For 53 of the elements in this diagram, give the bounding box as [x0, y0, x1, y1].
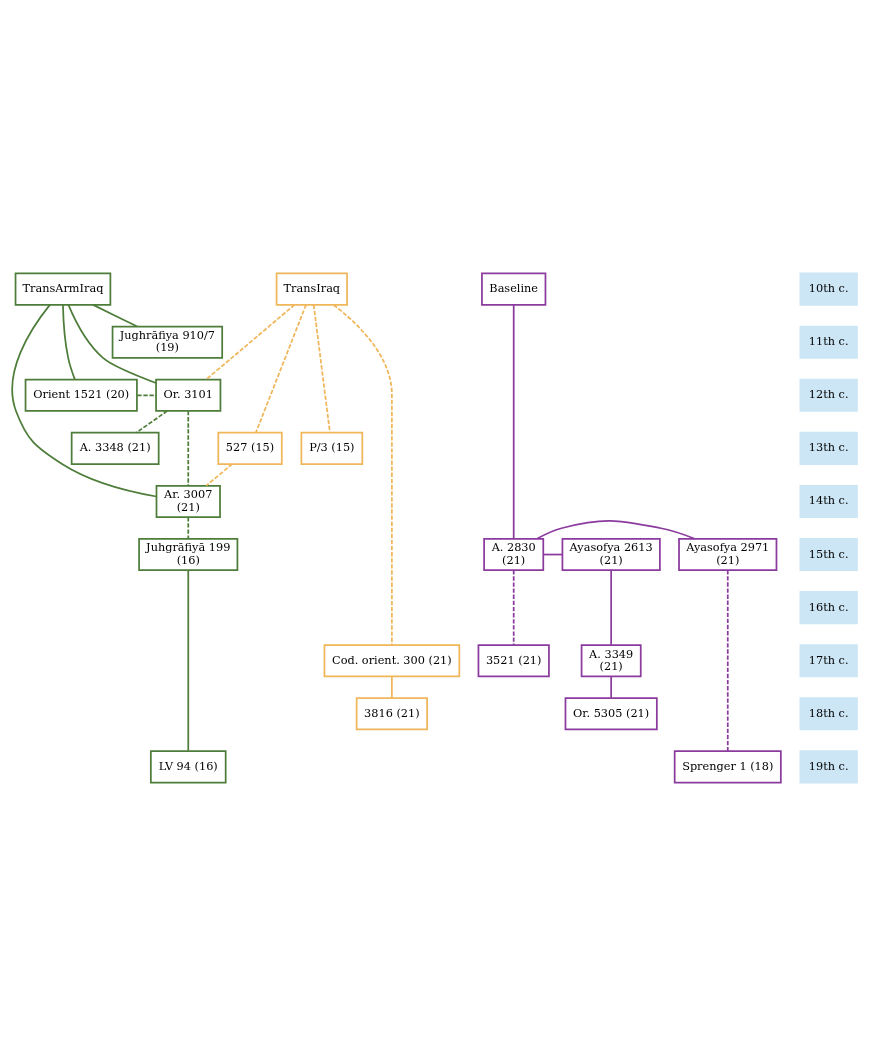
connector	[135, 409, 168, 434]
node-box: Baseline	[481, 272, 547, 306]
connector	[332, 303, 393, 646]
connector	[610, 569, 612, 646]
node-box: TransIraq	[275, 272, 348, 306]
connector	[187, 515, 190, 540]
connector	[67, 303, 157, 384]
node-box: Or. 3101	[155, 378, 222, 412]
node-box: 3521 (21)	[477, 643, 550, 677]
connector	[187, 409, 190, 487]
connector	[512, 303, 515, 540]
node-box: Ar. 3007 (21)	[155, 484, 221, 518]
connector	[187, 568, 190, 752]
node-box: 17th c.	[799, 643, 858, 677]
connector	[536, 519, 696, 540]
node-box: A. 3349 (21)	[580, 643, 642, 677]
node-box: A. 3348 (21)	[70, 431, 160, 465]
node-box: 13th c.	[799, 431, 858, 465]
connector	[205, 303, 296, 380]
node-box: P/3 (15)	[300, 431, 364, 465]
node-box: TransArmIraq	[14, 272, 112, 306]
node-box: 527 (15)	[217, 431, 283, 465]
connector	[512, 569, 515, 646]
node-box: Orient 1521 (20)	[24, 378, 138, 412]
connector	[205, 462, 234, 486]
connector	[136, 393, 157, 396]
node-box: 18th c.	[799, 696, 858, 730]
node-box: Cod. orient. 300 (21)	[323, 643, 461, 677]
connector	[610, 675, 612, 699]
node-box: 10th c.	[799, 272, 858, 306]
node-box: A. 2830 (21)	[483, 537, 545, 571]
connector	[255, 303, 307, 433]
connector	[726, 568, 729, 752]
node-box: Jughrāfiya 910/7 (19)	[111, 325, 224, 359]
connector	[92, 303, 139, 327]
node-box: 15th c.	[799, 537, 858, 571]
node-box: Sprenger 1 (18)	[673, 749, 782, 783]
node-box: 12th c.	[799, 378, 858, 412]
node-box: 11th c.	[799, 325, 858, 359]
node-box: 14th c.	[799, 484, 858, 518]
node-box: Ayasofya 2613 (21)	[561, 537, 661, 571]
node-box: 16th c.	[799, 590, 858, 624]
node-box: Or. 5305 (21)	[564, 696, 658, 730]
node-box: LV 94 (16)	[149, 749, 227, 783]
node-box: Juhgrāfiyā 199 (16)	[138, 537, 239, 571]
connector	[312, 303, 331, 433]
connector	[62, 303, 76, 380]
node-box: 3816 (21)	[355, 696, 428, 730]
connector	[542, 553, 564, 555]
connector	[391, 675, 393, 699]
node-box: Ayasofya 2971 (21)	[678, 537, 778, 571]
connector	[11, 303, 158, 497]
node-box: 19th c.	[799, 749, 858, 783]
